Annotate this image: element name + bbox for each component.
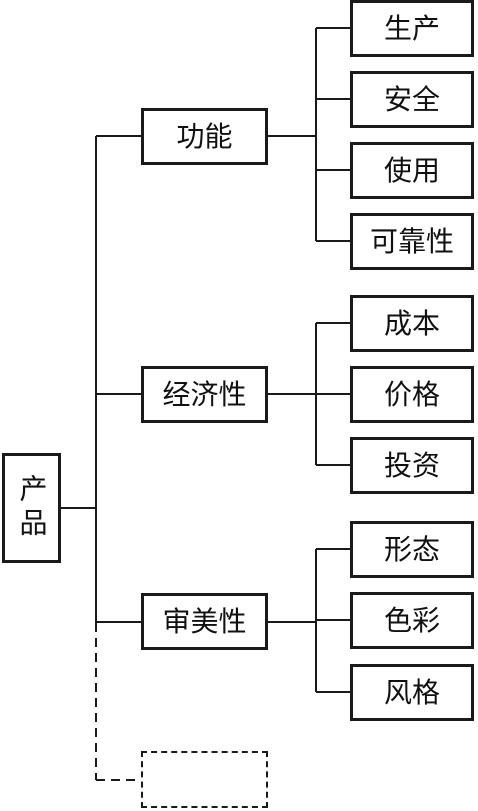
category-aesthetic-label: 审美性 (162, 604, 247, 638)
leaf-label: 使用 (383, 153, 440, 187)
leaf-label: 形态 (383, 532, 440, 566)
leaf-aesthetic-1: 形态 (350, 521, 474, 578)
leaf-function-1: 生产 (350, 0, 474, 57)
leaf-economy-1: 成本 (350, 295, 474, 352)
leaf-aesthetic-2: 色彩 (350, 592, 474, 649)
leaf-economy-3: 投资 (350, 437, 474, 494)
leaf-function-2: 安全 (350, 71, 474, 128)
category-function-label: 功能 (176, 119, 233, 153)
root-node: 产品 (2, 453, 61, 563)
category-economy-label: 经济性 (162, 377, 247, 411)
leaf-label: 投资 (383, 448, 440, 482)
leaf-economy-2: 价格 (350, 366, 474, 423)
leaf-label: 色彩 (383, 603, 440, 637)
leaf-function-3: 使用 (350, 142, 474, 199)
category-aesthetic: 审美性 (141, 593, 268, 650)
category-economy: 经济性 (141, 366, 268, 423)
category-function: 功能 (141, 108, 268, 165)
root-label: 产品 (15, 474, 49, 542)
leaf-label: 可靠性 (369, 224, 454, 258)
leaf-label: 安全 (383, 82, 440, 116)
leaf-function-4: 可靠性 (350, 213, 474, 270)
leaf-aesthetic-3: 风格 (350, 664, 474, 721)
leaf-label: 价格 (383, 377, 440, 411)
leaf-label: 风格 (383, 675, 440, 709)
category-placeholder (141, 751, 268, 808)
leaf-label: 成本 (383, 306, 440, 340)
leaf-label: 生产 (383, 11, 440, 45)
